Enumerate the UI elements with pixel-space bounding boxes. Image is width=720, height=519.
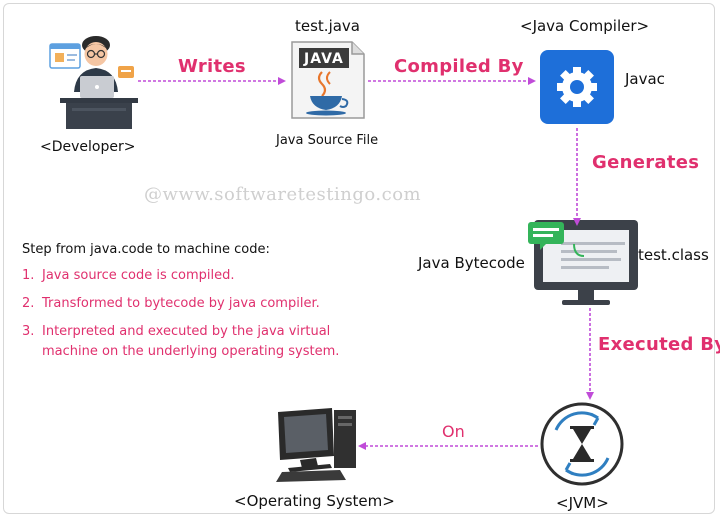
step-number: 3.	[22, 324, 35, 340]
steps-heading: Step from java.code to machine code:	[22, 242, 270, 257]
operating-system-pc-icon	[276, 408, 356, 482]
executed-by-label: Executed By	[598, 334, 720, 355]
java-file-icon	[291, 41, 365, 119]
step-text: Transformed to bytecode by java compiler…	[42, 296, 320, 312]
developer-label: <Developer>	[40, 139, 136, 155]
diagram-frame	[3, 3, 715, 514]
steps-list: 1. Java source code is compiled. 2. Transf…	[22, 266, 382, 363]
jvm-label: <JVM>	[556, 494, 609, 512]
source-file-caption: Java Source File	[276, 133, 379, 148]
step-item: 2. Transformed to bytecode by java compil…	[22, 294, 382, 314]
compiler-gear-icon	[540, 50, 614, 124]
developer-icon	[49, 36, 138, 129]
os-label: <Operating System>	[234, 492, 395, 510]
on-label: On	[442, 422, 465, 441]
bytecode-label: Java Bytecode	[418, 254, 525, 272]
java-logo-text: JAVA	[304, 51, 344, 67]
jvm-hourglass-icon	[540, 402, 624, 486]
source-file-name: test.java	[295, 17, 361, 35]
step-text: Java source code is compiled.	[42, 268, 235, 283]
steps-panel: Step from java.code to machine code: 1. J…	[22, 242, 382, 371]
compiler-name: Javac	[625, 70, 665, 88]
compiler-title: <Java Compiler>	[520, 17, 650, 35]
step-number: 2.	[22, 296, 35, 312]
bytecode-monitor-icon	[528, 220, 638, 305]
step-item: 3. Interpreted and executed by the java v…	[22, 322, 382, 362]
step-number: 1.	[22, 268, 35, 283]
generates-label: Generates	[592, 152, 700, 173]
compiled-by-label: Compiled By	[394, 56, 524, 77]
step-text: Interpreted and executed by the java vir…	[42, 324, 340, 360]
class-file-label: test.class	[638, 246, 709, 264]
writes-label: Writes	[178, 56, 246, 77]
step-item: 1. Java source code is compiled.	[22, 266, 382, 286]
watermark: @www.softwaretestingo.com	[144, 184, 422, 205]
